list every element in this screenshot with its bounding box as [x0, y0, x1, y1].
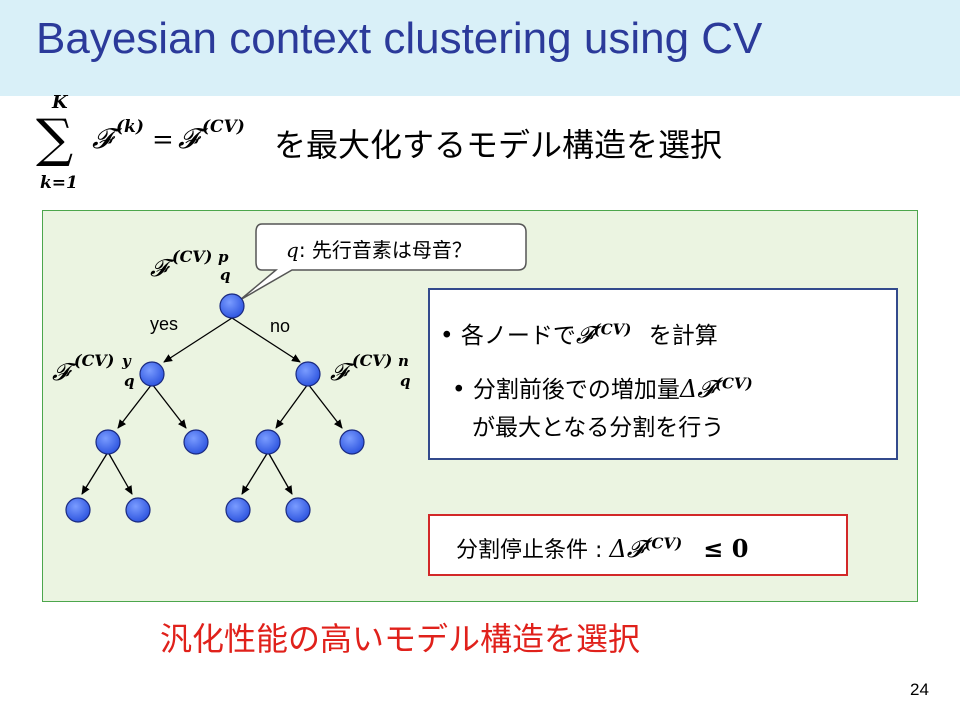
- root-node-label: 𝓕 (CV) p q: [150, 247, 231, 284]
- stop-sup: (CV): [644, 534, 683, 553]
- info-line-1-F: 𝓕: [575, 321, 594, 349]
- bullet: •: [440, 323, 454, 349]
- tree-node-root: [219, 293, 245, 319]
- tree-node: [65, 497, 91, 523]
- info-line-2: • 分割前後での増加量Δ𝓕(CV): [452, 370, 753, 404]
- yes-label: yes: [150, 314, 179, 334]
- stop-delta: Δ𝓕: [609, 535, 645, 563]
- info-line-1-sup: (CV): [593, 320, 632, 339]
- callout-var: q: [286, 238, 299, 262]
- info-line-1-post: を計算: [648, 323, 718, 349]
- eq-lhs-sup: (k): [116, 117, 144, 137]
- info-line-1-pre: 各ノードで: [460, 323, 576, 349]
- tree-node: [95, 429, 121, 455]
- eq-equals: =: [152, 125, 174, 155]
- tree-node: [339, 429, 365, 455]
- info-line-2-delta: Δ𝓕: [679, 375, 715, 403]
- no-node-label: 𝓕 (CV) n q: [330, 351, 411, 390]
- stop-label: 分割停止条件 :: [456, 538, 610, 563]
- yes-node-label: 𝓕 (CV) y q: [52, 351, 135, 390]
- sum-lower-limit: k=1: [40, 173, 78, 193]
- svg-text:q: q: [220, 266, 231, 284]
- tree-edges: [81, 317, 343, 495]
- info-line-2-pre: 分割前後での増加量: [472, 377, 680, 403]
- sum-upper-limit: K: [51, 92, 69, 113]
- title-band: [0, 0, 960, 96]
- stop-condition: 分割停止条件 : Δ𝓕(CV) ≤ 0: [456, 532, 748, 564]
- info-line-1: • 各ノードで𝓕(CV) を計算: [440, 316, 718, 350]
- svg-text:(CV): (CV): [172, 247, 212, 266]
- svg-text:q: q: [400, 372, 411, 390]
- svg-text:p: p: [218, 248, 229, 266]
- conclusion-text: 汎化性能の高いモデル構造を選択: [160, 620, 641, 658]
- no-label: no: [270, 316, 291, 336]
- sum-symbol: ∑: [36, 109, 73, 169]
- callout-text: q: 先行音素は母音？: [286, 234, 472, 263]
- tree-node: [183, 429, 209, 455]
- tree-node-no: [295, 361, 321, 387]
- bullet: •: [452, 377, 466, 403]
- tree-node: [225, 497, 251, 523]
- info-line-2-sup: (CV): [714, 374, 753, 393]
- slide-title: Bayesian context clustering using CV: [36, 14, 763, 63]
- svg-text:y: y: [121, 352, 132, 370]
- callout-bubble: [239, 223, 527, 301]
- eq-rhs-sup: (CV): [202, 117, 245, 137]
- equation-description: を最大化するモデル構造を選択: [274, 126, 723, 164]
- tree-node: [255, 429, 281, 455]
- page-number: 24: [910, 680, 929, 699]
- tree-node-yes: [139, 361, 165, 387]
- stop-condition-box: 分割停止条件 : Δ𝓕(CV) ≤ 0: [428, 514, 848, 576]
- callout-question: : 先行音素は母音？: [298, 238, 472, 262]
- svg-text:(CV): (CV): [74, 351, 114, 370]
- tree-node: [285, 497, 311, 523]
- tree-node: [125, 497, 151, 523]
- stop-relation: ≤ 0: [703, 534, 749, 563]
- svg-text:q: q: [124, 372, 135, 390]
- svg-text:n: n: [398, 352, 409, 370]
- sum-equation: K ∑ k=1 𝓕 (k) = 𝓕 (CV): [36, 92, 245, 193]
- info-line-3: が最大となる分割を行う: [472, 415, 725, 441]
- info-box: • 各ノードで𝓕(CV) を計算 • 分割前後での増加量Δ𝓕(CV) が最大とな…: [428, 288, 898, 460]
- tree-nodes: [65, 293, 365, 523]
- svg-text:(CV): (CV): [352, 351, 392, 370]
